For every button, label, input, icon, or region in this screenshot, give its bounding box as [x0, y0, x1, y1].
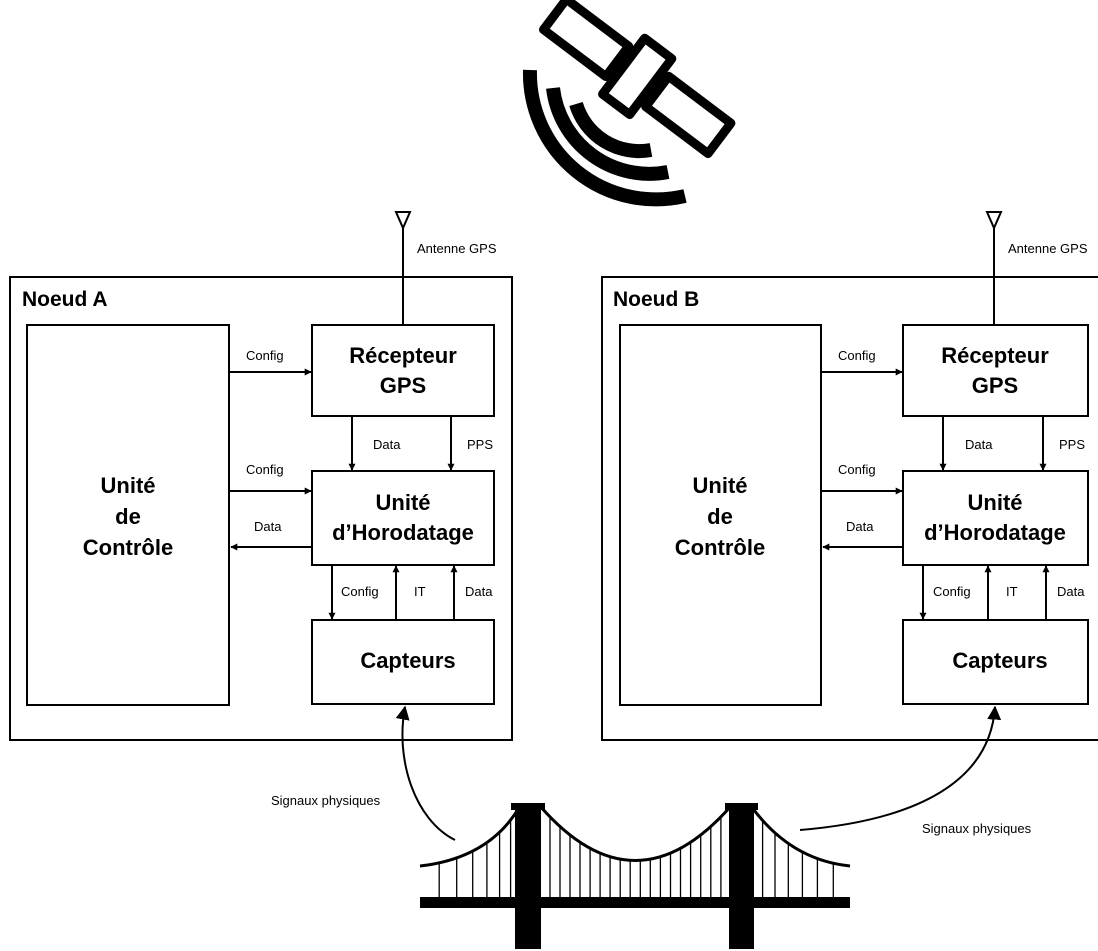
node-a-ts-line2: d’Horodatage — [332, 520, 474, 545]
physical-signal-arrow-b — [799, 705, 1002, 831]
node-b-gps-line1: Récepteur — [941, 343, 1049, 368]
node-a-label-data-sensors: Data — [465, 584, 493, 599]
node-b-label-data-sensors: Data — [1057, 584, 1085, 599]
node-a-gps-receiver — [311, 324, 495, 417]
node-b-control-unit — [619, 324, 822, 706]
physical-signal-label-b: Signaux physiques — [922, 821, 1032, 836]
node-a-control-line1: Unité — [101, 473, 156, 498]
node-b-title: Noeud B — [613, 288, 699, 311]
node-b-timestamp-unit — [902, 470, 1089, 566]
node-a-ts-line1: Unité — [376, 490, 431, 515]
node-a-sensors — [311, 619, 495, 705]
node-b-control-line1: Unité — [693, 473, 748, 498]
antenna-label-b: Antenne GPS — [1008, 241, 1088, 256]
node-b-label-data-gps: Data — [965, 437, 993, 452]
antenna-label-a: Antenne GPS — [417, 241, 497, 256]
node-b-control-line2: de — [707, 504, 733, 529]
satellite-icon — [522, 0, 736, 207]
node-b-sensors — [902, 619, 1089, 705]
node-b-label-config-ts: Config — [838, 462, 876, 477]
physical-signal-label-a: Signaux physiques — [271, 793, 381, 808]
node-a-control-unit — [26, 324, 230, 706]
node-b-sensors-label: Capteurs — [952, 648, 1047, 673]
node-a-label-config-sensors: Config — [341, 584, 379, 599]
suspension-bridge-icon — [419, 803, 851, 949]
node-a-title: Noeud A — [22, 288, 108, 311]
gps-antenna-icon — [985, 211, 1003, 325]
node-b: Noeud B Antenne GPS Unité de Contrôle Ré… — [601, 211, 1098, 741]
node-a: Noeud A Antenne GPS Unité de Contrôle Ré… — [9, 211, 513, 741]
node-a-gps-line2: GPS — [380, 373, 426, 398]
node-a-label-data-control: Data — [254, 519, 282, 534]
node-b-gps-receiver — [902, 324, 1089, 417]
node-a-gps-line1: Récepteur — [349, 343, 457, 368]
node-b-gps-line2: GPS — [972, 373, 1018, 398]
node-a-label-config-ts: Config — [246, 462, 284, 477]
node-a-label-config-gps: Config — [246, 348, 284, 363]
node-b-ts-line1: Unité — [968, 490, 1023, 515]
physical-signal-arrow-a — [395, 705, 456, 841]
node-a-control-line2: de — [115, 504, 141, 529]
node-a-label-data-gps: Data — [373, 437, 401, 452]
node-a-control-line3: Contrôle — [83, 535, 173, 560]
gps-antenna-icon — [394, 211, 412, 325]
node-b-label-config-gps: Config — [838, 348, 876, 363]
node-b-label-data-control: Data — [846, 519, 874, 534]
node-a-sensors-label: Capteurs — [360, 648, 455, 673]
node-a-timestamp-unit — [311, 470, 495, 566]
node-a-label-it: IT — [414, 584, 426, 599]
node-b-ts-line2: d’Horodatage — [924, 520, 1066, 545]
node-b-label-it: IT — [1006, 584, 1018, 599]
node-b-label-pps: PPS — [1059, 437, 1085, 452]
node-a-label-pps: PPS — [467, 437, 493, 452]
node-b-label-config-sensors: Config — [933, 584, 971, 599]
node-b-control-line3: Contrôle — [675, 535, 765, 560]
